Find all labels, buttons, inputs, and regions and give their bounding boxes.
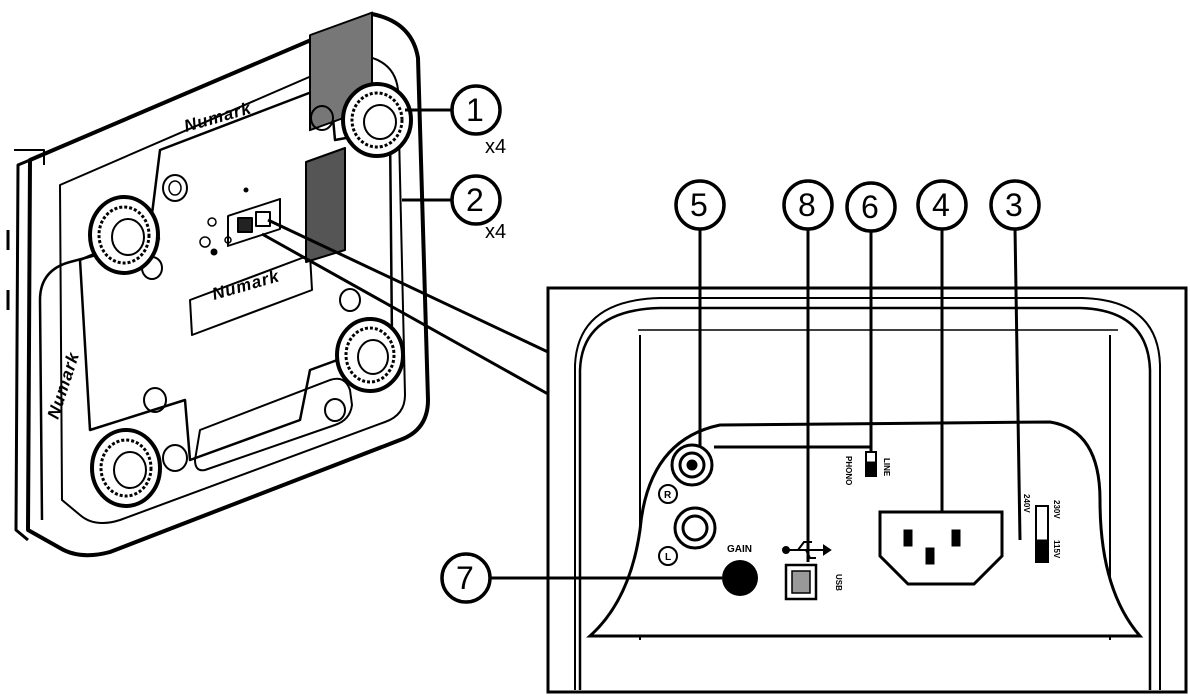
leaders-right	[490, 227, 1022, 580]
voltage-230-label: 230V	[1052, 500, 1061, 519]
callout-6: 6	[845, 181, 897, 233]
callout-5: 5	[674, 179, 726, 231]
callout-3: 3	[989, 179, 1041, 231]
svg-text:3: 3	[1005, 187, 1023, 223]
callout-8: 8	[782, 179, 834, 231]
foot-top-right	[341, 82, 413, 158]
line-phono-switch[interactable]	[865, 451, 877, 477]
turntable-inner-rim	[59, 54, 406, 525]
rca-right-jack	[670, 443, 714, 487]
gain-label: GAIN	[727, 544, 752, 555]
usb-port[interactable]	[784, 563, 818, 601]
rca-left-tag: L	[658, 546, 678, 566]
svg-text:7: 7	[456, 560, 474, 596]
callout-2: 2 x4	[450, 174, 506, 243]
foot-left	[88, 195, 160, 275]
callout-2-multiplier: x4	[485, 221, 506, 243]
svg-text:4: 4	[932, 187, 950, 223]
mini-connector-panel	[227, 197, 281, 247]
ac-power-inlet[interactable]	[878, 510, 1004, 586]
phono-label: PHONO	[844, 456, 853, 485]
svg-text:6: 6	[861, 189, 879, 225]
voltage-selector[interactable]	[1035, 505, 1049, 563]
svg-text:5: 5	[690, 187, 708, 223]
callout-4: 4	[916, 179, 968, 231]
foot-bottom-left	[90, 428, 162, 508]
zoom-lines	[261, 218, 549, 396]
turntable-feet	[88, 82, 413, 508]
turntable-side	[14, 158, 31, 542]
rca-right-tag: R	[658, 484, 678, 504]
rca-l-label: L	[665, 552, 671, 563]
line-label: LINE	[882, 458, 891, 477]
svg-text:1: 1	[466, 92, 484, 128]
voltage-115-label: 115V	[1052, 540, 1061, 559]
svg-text:8: 8	[798, 187, 816, 223]
rca-left-jack	[673, 506, 717, 550]
callout-1: 1 x4	[450, 84, 506, 158]
turntable-underside	[6, 11, 430, 558]
rca-r-label: R	[664, 490, 672, 501]
turntable-outline	[26, 12, 430, 558]
gain-knob[interactable]	[722, 560, 758, 596]
panel-outer-arch	[578, 306, 1152, 690]
callout-7: 7	[440, 552, 492, 604]
rear-panel-zoom	[546, 286, 1188, 694]
usb-icon	[782, 541, 832, 559]
usb-label: USB	[834, 574, 843, 591]
foot-bottom-right	[335, 317, 405, 393]
leaders-left	[402, 108, 452, 202]
voltage-240-label: 240V	[1022, 494, 1031, 513]
callout-1-multiplier: x4	[485, 136, 506, 158]
svg-text:2: 2	[466, 182, 484, 218]
